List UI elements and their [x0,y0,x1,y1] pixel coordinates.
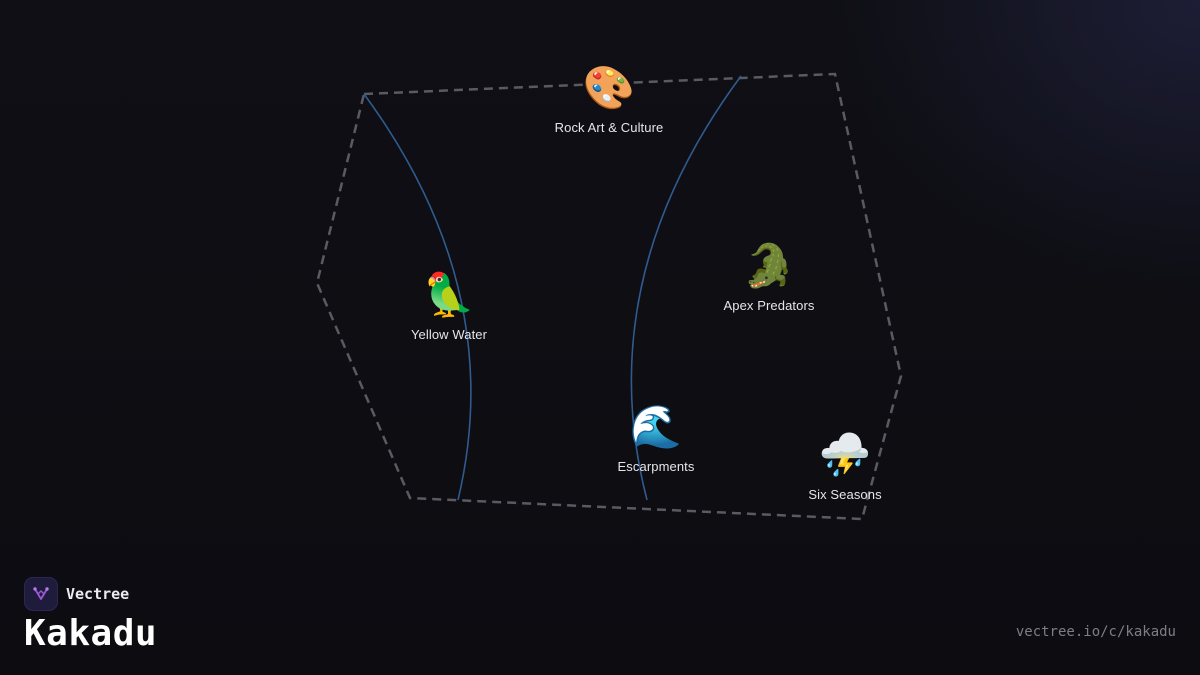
brand-block: Vectree Kakadu [24,577,157,654]
node-yellow-water[interactable]: 🦜 Yellow Water [410,270,488,343]
vectree-logo-icon[interactable] [24,577,58,611]
vectree-tree-icon [33,587,49,600]
node-rock-art-culture[interactable]: 🎨 Rock Art & Culture [554,63,664,136]
node-label: Apex Predators [723,298,815,313]
page-title: Kakadu [24,613,158,654]
crocodile-icon: 🐊 [742,241,796,290]
edge-curve-left [363,93,472,501]
page-url[interactable]: vectree.io/c/kakadu [1015,624,1176,640]
node-label: Escarpments [617,459,695,474]
region-boundary [315,72,903,521]
node-six-seasons[interactable]: ⛈️ Six Seasons [808,430,882,503]
palette-icon: 🎨 [582,63,636,112]
wave-icon: 🌊 [629,402,683,451]
node-label: Six Seasons [808,487,882,502]
node-escarpments[interactable]: 🌊 Escarpments [617,402,695,475]
storm-cloud-icon: ⛈️ [818,430,872,479]
brand-name: Vectree [66,585,130,603]
edge-curve-right [630,75,742,501]
brand-row: Vectree [24,577,157,611]
node-label: Yellow Water [410,327,488,342]
node-apex-predators[interactable]: 🐊 Apex Predators [723,241,815,314]
node-label: Rock Art & Culture [554,120,664,135]
parrot-icon: 🦜 [422,270,476,319]
